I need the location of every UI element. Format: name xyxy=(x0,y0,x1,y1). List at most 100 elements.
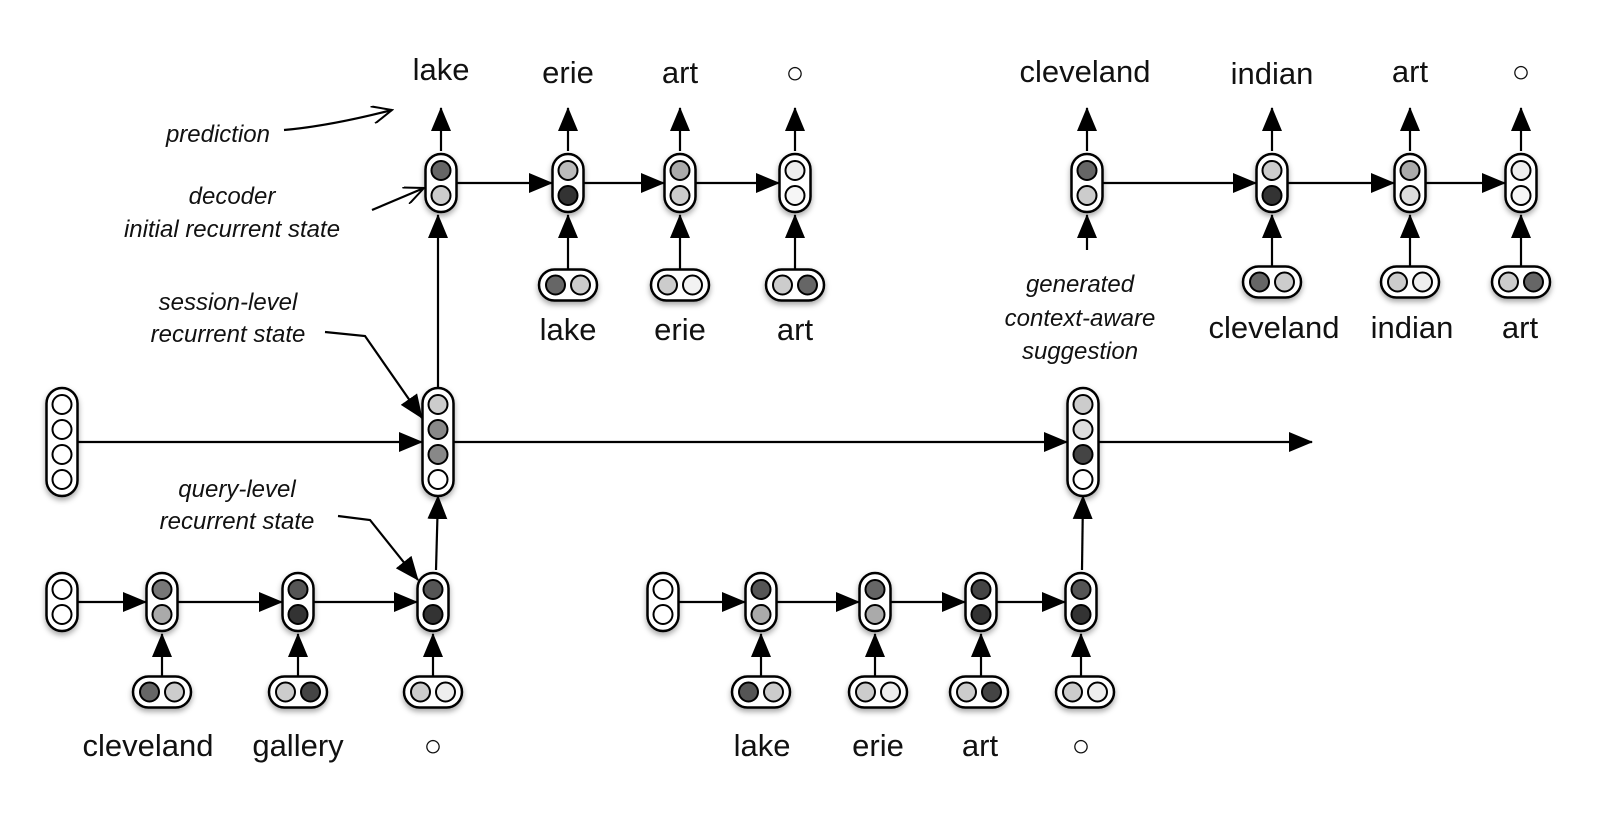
unit-cell xyxy=(287,579,309,600)
unit-cell xyxy=(1070,579,1092,600)
unit-cell xyxy=(422,604,444,625)
arrow xyxy=(1072,495,1093,571)
word-embedding xyxy=(1379,265,1441,299)
decoder-state xyxy=(1070,152,1104,214)
decoder-output-words-left: lake erie art ○ xyxy=(413,52,805,90)
unit-cell xyxy=(1387,271,1408,293)
unit-cell xyxy=(1072,419,1094,440)
word-embedding xyxy=(1241,265,1303,299)
decoder-state xyxy=(1255,152,1289,214)
word: lake xyxy=(734,728,791,763)
word: lake xyxy=(413,52,470,87)
unit-cell xyxy=(427,469,449,490)
decoder-state xyxy=(778,152,812,214)
unit-cell xyxy=(956,681,977,703)
session-state xyxy=(421,386,455,498)
end-symbol: ○ xyxy=(1072,728,1091,763)
word: cleveland xyxy=(1209,310,1340,345)
word-embedding xyxy=(649,268,711,302)
word-embedding xyxy=(267,675,329,709)
word-embedding xyxy=(730,675,792,709)
annotation-decoder-1: decoder xyxy=(189,183,277,210)
unit-cell xyxy=(427,444,449,465)
query-state xyxy=(964,571,998,633)
annotation-generated-1: generated xyxy=(1026,271,1135,298)
word: art xyxy=(1502,310,1539,345)
unit-cell xyxy=(1261,185,1283,206)
word: cleveland xyxy=(83,728,214,763)
unit-cell xyxy=(784,185,806,206)
annotation-query-2: recurrent state xyxy=(160,508,315,535)
unit-cell xyxy=(435,681,456,703)
query-state xyxy=(145,571,179,633)
unit-cell xyxy=(682,274,703,296)
query-state xyxy=(281,571,315,633)
unit-cell xyxy=(855,681,876,703)
word: gallery xyxy=(252,728,344,763)
decoder-state xyxy=(1393,152,1427,214)
annotation-decoder-2: initial recurrent state xyxy=(124,216,340,243)
query-state xyxy=(1064,571,1098,633)
annotation-generated-2: context-aware xyxy=(1005,305,1156,332)
unit-cell xyxy=(763,681,784,703)
unit-cell xyxy=(1249,271,1270,293)
unit-cell xyxy=(51,469,73,490)
unit-cell xyxy=(51,579,73,600)
unit-cell xyxy=(1062,681,1083,703)
unit-cell xyxy=(557,185,579,206)
annotation-session-2: recurrent state xyxy=(151,321,306,348)
unit-cell xyxy=(1072,394,1094,415)
unit-cell xyxy=(164,681,185,703)
session-state xyxy=(45,386,79,498)
unit-cell xyxy=(750,604,772,625)
annotation-session-1: session-level xyxy=(159,289,298,316)
unit-cell xyxy=(772,274,793,296)
unit-cell xyxy=(427,419,449,440)
unit-cell xyxy=(151,604,173,625)
word-embedding xyxy=(537,268,599,302)
unit-cell xyxy=(738,681,759,703)
unit-cell xyxy=(151,579,173,600)
unit-cell xyxy=(652,579,674,600)
unit-cell xyxy=(981,681,1002,703)
word: indian xyxy=(1231,56,1314,91)
unit-cell xyxy=(422,579,444,600)
unit-cell xyxy=(657,274,678,296)
unit-cell xyxy=(1072,444,1094,465)
unit-cell xyxy=(287,604,309,625)
unit-cell xyxy=(1076,185,1098,206)
arrow xyxy=(427,495,448,571)
word: art xyxy=(1392,54,1429,89)
unit-cell xyxy=(1274,271,1295,293)
word-embedding xyxy=(402,675,464,709)
session-state xyxy=(1066,386,1100,498)
query2-words: lake erie art ○ xyxy=(734,728,1091,763)
unit-cell xyxy=(570,274,591,296)
end-symbol: ○ xyxy=(786,55,805,90)
word-embedding xyxy=(764,268,826,302)
decoder-state xyxy=(424,152,458,214)
word: cleveland xyxy=(1020,54,1151,89)
unit-cell xyxy=(51,444,73,465)
query-state xyxy=(646,571,680,633)
unit-cell xyxy=(1070,604,1092,625)
query-state xyxy=(416,571,450,633)
word: indian xyxy=(1371,310,1454,345)
end-symbol: ○ xyxy=(1512,54,1531,89)
annotation-prediction: prediction xyxy=(165,121,270,148)
unit-cell xyxy=(970,579,992,600)
annotation-query-1: query-level xyxy=(178,476,296,503)
unit-cell xyxy=(1399,160,1421,181)
annotation-generated-3: suggestion xyxy=(1022,338,1138,365)
word-embedding xyxy=(1054,675,1116,709)
query-state xyxy=(45,571,79,633)
word: erie xyxy=(852,728,904,763)
query1-words: cleveland gallery ○ xyxy=(83,728,443,763)
unit-cell xyxy=(545,274,566,296)
word: lake xyxy=(540,312,597,347)
unit-cell xyxy=(427,394,449,415)
unit-cell xyxy=(300,681,321,703)
unit-cell xyxy=(410,681,431,703)
unit-cell xyxy=(1087,681,1108,703)
unit-cell xyxy=(1523,271,1544,293)
